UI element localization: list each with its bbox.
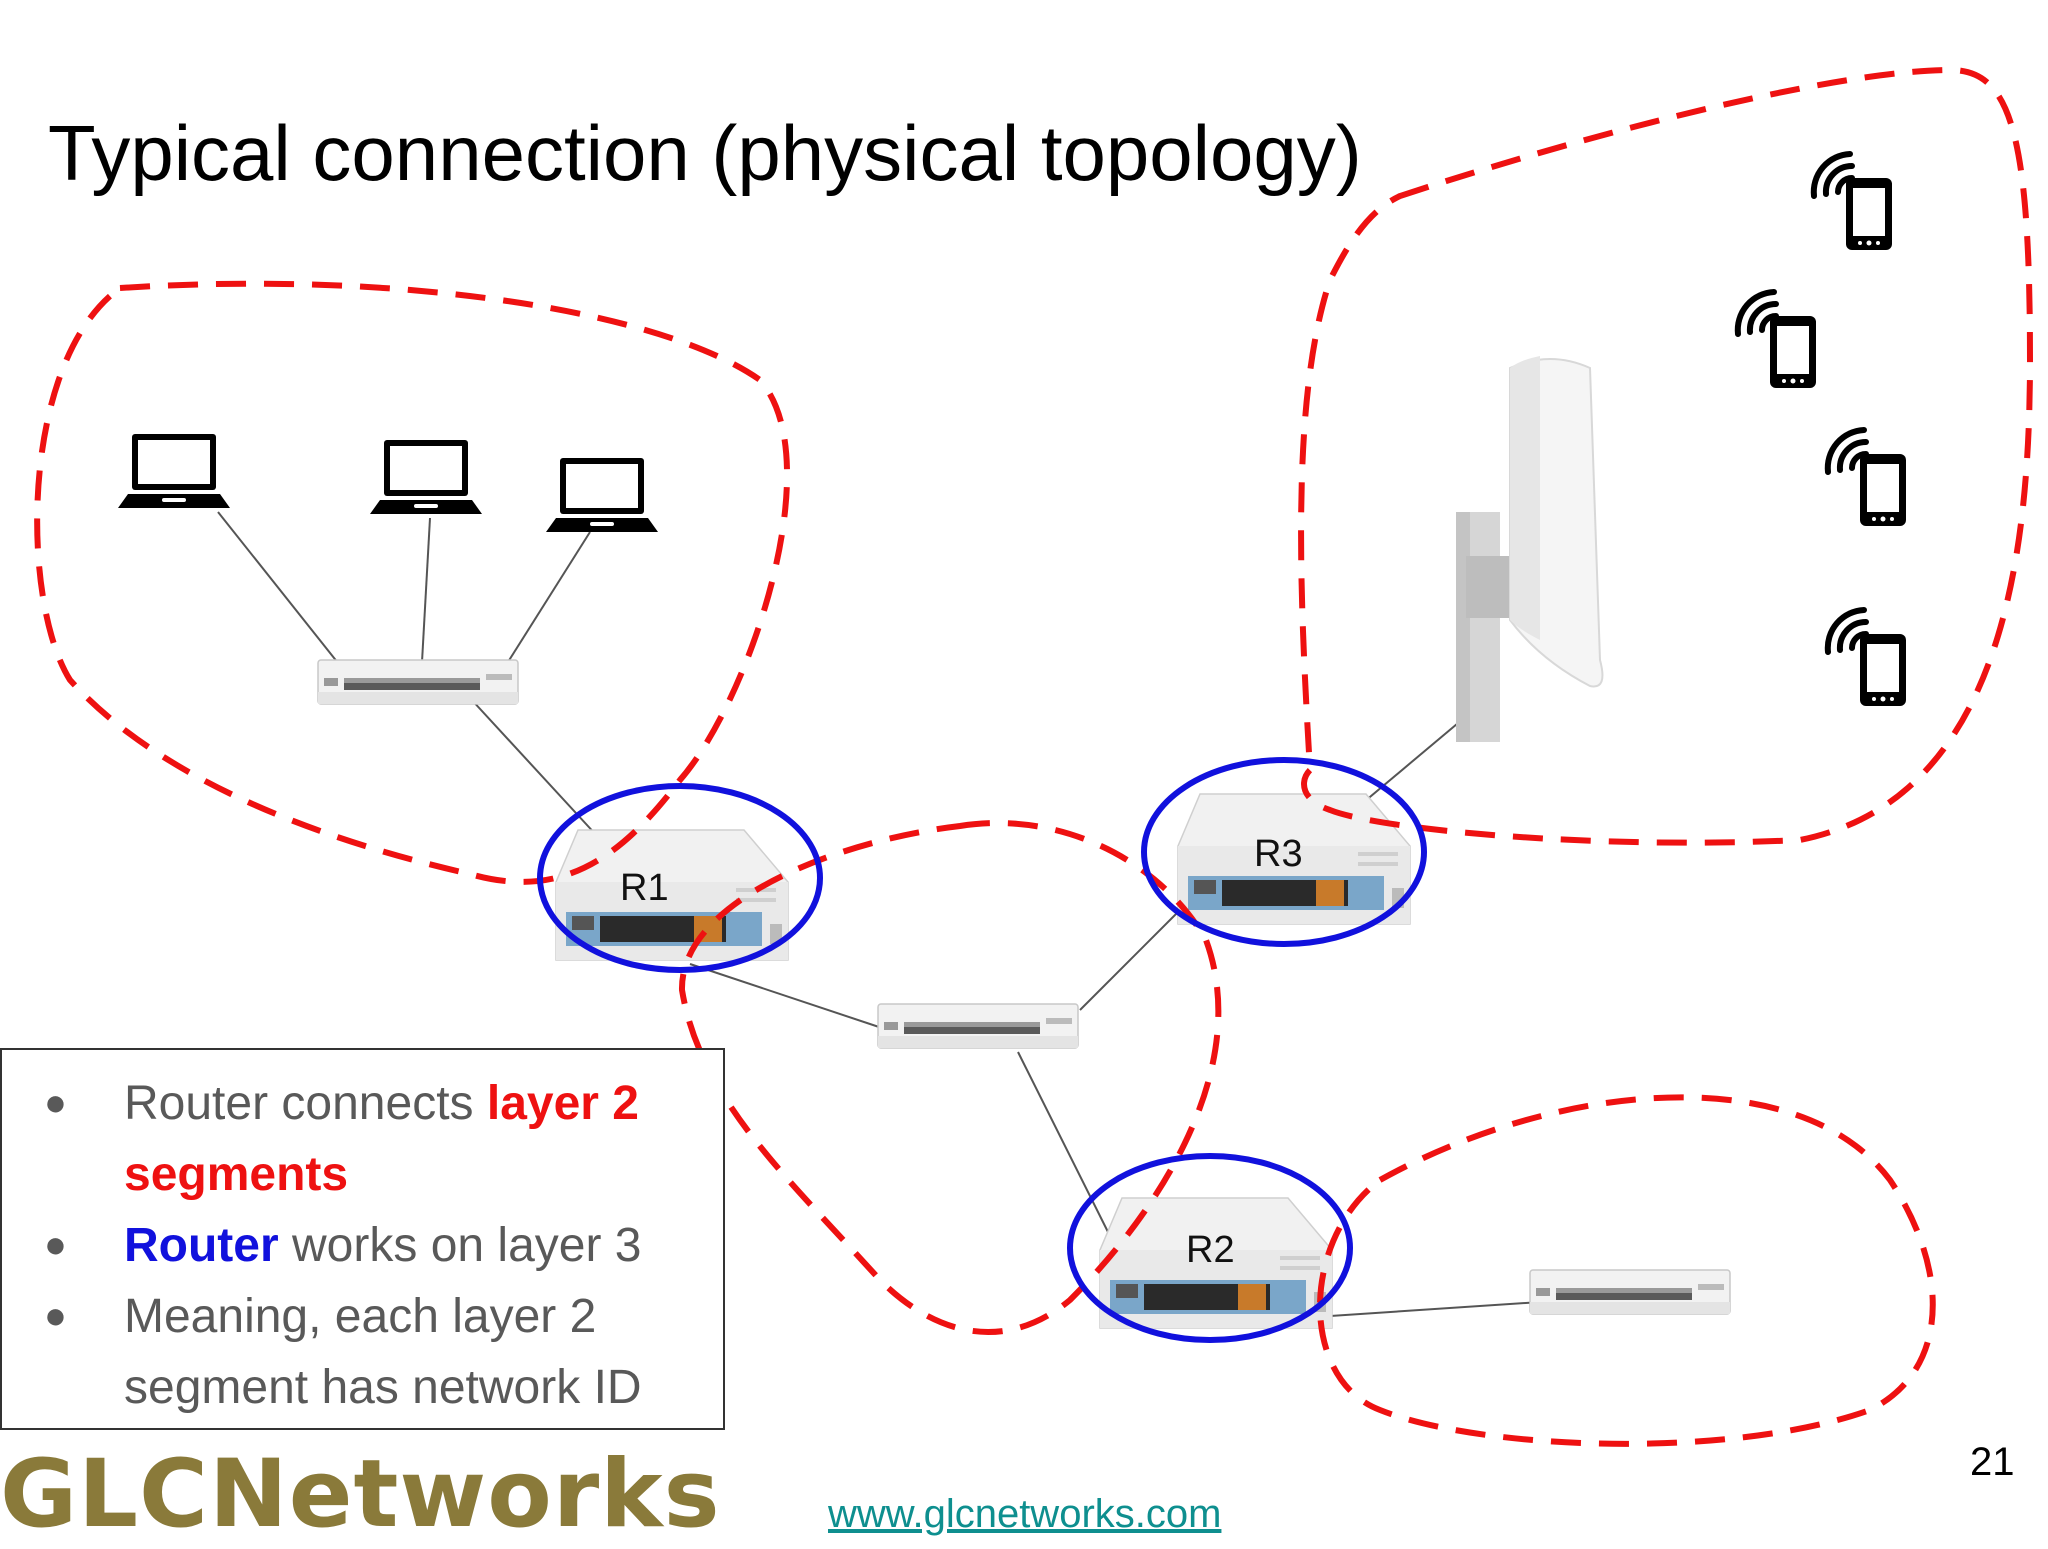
switch-icon [1529, 1269, 1731, 1315]
router-label-r1: R1 [620, 867, 669, 909]
link-r1-switch2 [689, 963, 883, 1029]
page-number: 21 [1970, 1440, 2015, 1484]
router-r1-highlight [537, 783, 823, 973]
segment-boundary-lan [34, 280, 791, 885]
bullet-list: ● Router connects layer 2 segments ● Route… [2, 1050, 723, 1423]
router-r1-icon [555, 829, 789, 961]
router-label-r3: R3 [1254, 833, 1303, 875]
switch-icon [317, 659, 519, 705]
phone-icon [1828, 610, 1906, 706]
sector-antenna-icon [1456, 356, 1604, 742]
link-r3-antenna [1351, 707, 1477, 813]
link-laptop3-switch1 [507, 531, 591, 663]
bullet-highlight: layer 2 segments [124, 1077, 639, 1201]
link-laptop1-switch1 [217, 511, 343, 669]
switch-icon [877, 1003, 1079, 1049]
segment-boundary-wireless [1298, 66, 2034, 846]
bullet-item: ● Meaning, each layer 2 segment has netwo… [2, 1281, 684, 1423]
phone-icon [1828, 430, 1906, 526]
phone-icon [1814, 154, 1892, 250]
router-r2-highlight [1067, 1153, 1353, 1343]
bullet-box: ● Router connects layer 2 segments ● Route… [0, 1048, 725, 1430]
bullet-text: Meaning, each layer 2 segment has networ… [124, 1290, 642, 1414]
bullet-text: works on layer 3 [278, 1219, 642, 1272]
bullet-dot-icon: ● [44, 1224, 67, 1266]
slide-title: Typical connection (physical topology) [48, 109, 1362, 197]
laptop-icon [370, 440, 482, 514]
website-link[interactable]: www.glcnetworks.com [828, 1492, 1222, 1536]
bullet-item: ● Router works on layer 3 [2, 1210, 684, 1281]
router-label-r2: R2 [1186, 1229, 1235, 1271]
link-switch2-r3 [1079, 901, 1189, 1011]
segment-boundary-r2-lan [1317, 1094, 1936, 1447]
link-switch1-r1 [469, 697, 611, 851]
router-highlights [537, 757, 1427, 1343]
bullet-highlight: Router [124, 1219, 279, 1272]
bullet-dot-icon: ● [44, 1295, 67, 1337]
bullet-dot-icon: ● [44, 1082, 67, 1124]
bullet-text: Router connects [124, 1077, 487, 1130]
link-laptop2-switch1 [421, 517, 431, 663]
router-r3-highlight [1141, 757, 1427, 947]
glcnetworks-logo: GLCNetworks [0, 1440, 721, 1549]
link-switch2-r2 [1017, 1051, 1119, 1253]
laptop-icon [546, 458, 658, 532]
laptop-icon [118, 434, 230, 508]
phone-icon [1738, 292, 1816, 388]
bullet-item: ● Router connects layer 2 segments [2, 1068, 684, 1210]
